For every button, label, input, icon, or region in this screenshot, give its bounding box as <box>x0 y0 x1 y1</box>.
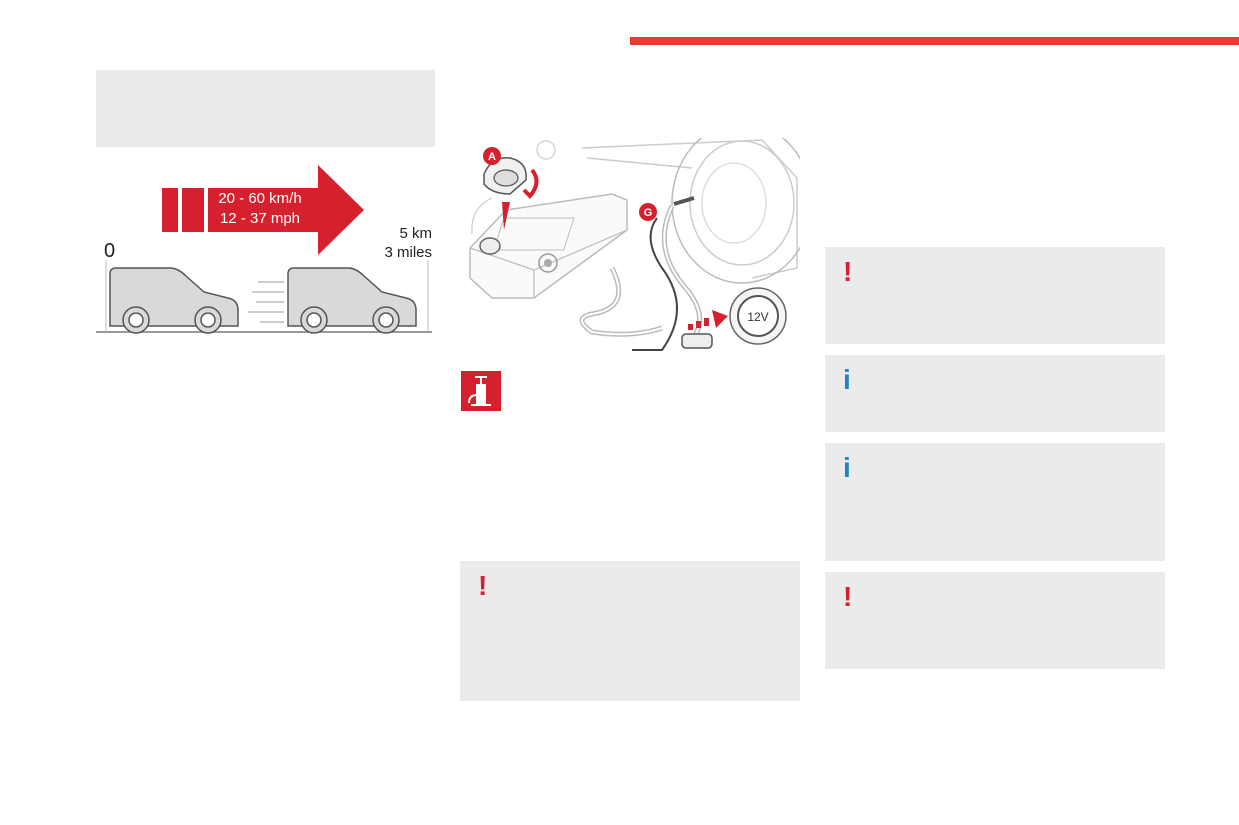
distance-label: 5 km 3 miles <box>384 224 432 262</box>
driving-speed-diagram: 20 - 60 km/h 12 - 37 mph 0 5 km 3 miles <box>96 160 436 340</box>
warning-icon: ! <box>843 581 853 612</box>
speed-arrow-icon <box>96 165 432 333</box>
label-a: A <box>488 151 496 163</box>
speed-mph-label: 12 - 37 mph <box>219 210 301 227</box>
speed-kmh-label: 20 - 60 km/h <box>218 190 302 207</box>
distance-km: 5 km <box>399 225 432 242</box>
info-icon: i <box>843 452 851 483</box>
warning-icon: ! <box>843 256 853 287</box>
info-icon: i <box>843 364 851 395</box>
start-distance-label: 0 <box>104 240 116 262</box>
warning-icon: ! <box>478 570 488 601</box>
distance-miles: 3 miles <box>384 244 432 261</box>
tyre-inflator-illustration: 12V A G <box>462 122 813 378</box>
warning-panel: ! <box>825 247 1165 344</box>
tyre-inflator-icon: 12V A G <box>469 122 813 351</box>
car-icon <box>287 267 417 334</box>
header-accent-bar <box>630 37 1239 45</box>
info-panel: i <box>825 355 1165 432</box>
tyre-inflator-pictogram <box>468 376 491 406</box>
pump-icon <box>461 371 501 411</box>
warning-panel: ! <box>825 572 1165 669</box>
car-icon <box>109 267 239 334</box>
label-g: G <box>644 207 653 219</box>
info-panel: i <box>825 443 1165 561</box>
intro-panel <box>96 70 435 147</box>
socket-12v-label: 12V <box>747 310 768 324</box>
warning-panel: ! <box>460 561 800 701</box>
